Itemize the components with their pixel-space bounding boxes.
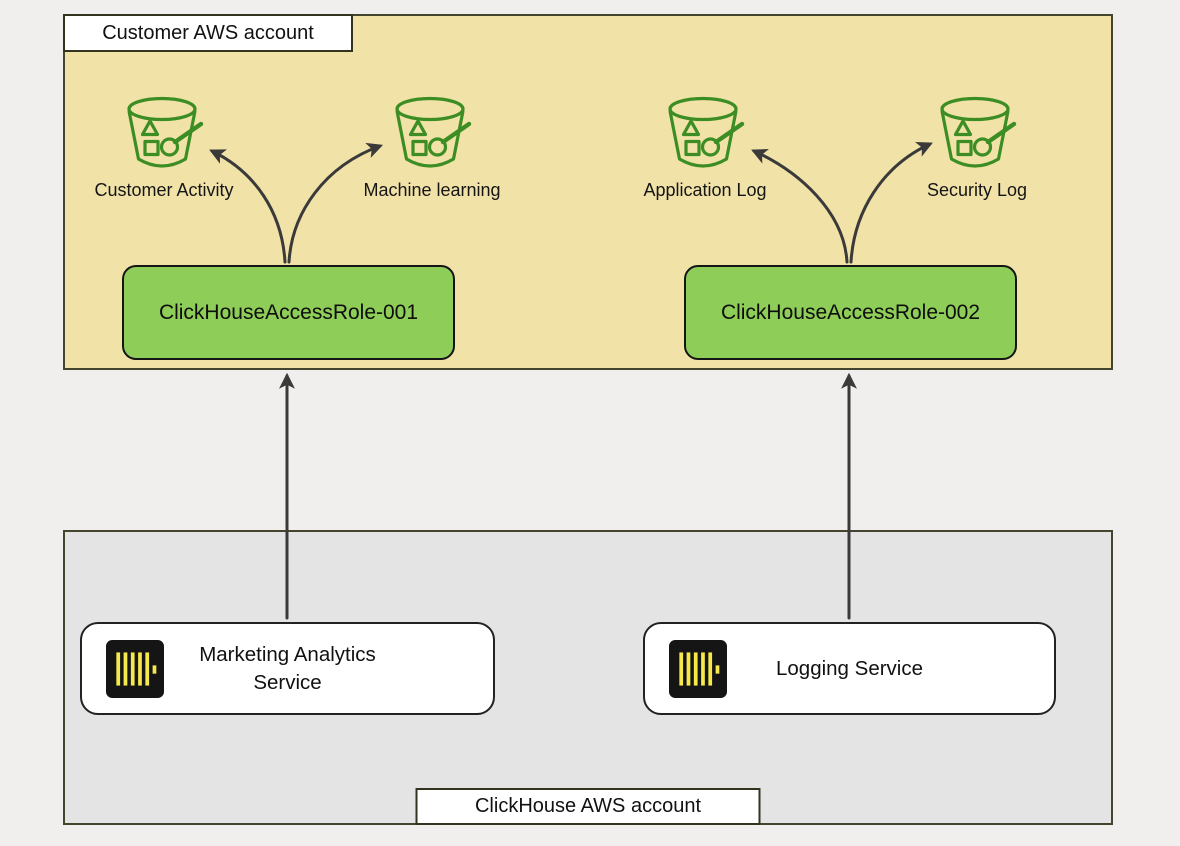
bucket-label: Security Log	[926, 180, 1028, 200]
clickhouse-aws-account-title: ClickHouse AWS account	[415, 788, 761, 825]
bucket-label: Machine learning	[363, 180, 501, 200]
customer-aws-account-region: Customer AWS account Customer Activity	[63, 14, 1113, 370]
service-box-marketing-analytics: Marketing Analytics Service	[80, 622, 495, 715]
clickhouse-aws-account-region: Marketing Analytics Service Logging Serv…	[63, 530, 1113, 825]
s3-bucket-icon	[940, 96, 1017, 168]
clickhouse-logo-icon	[669, 639, 727, 698]
role-label: ClickHouseAccessRole-002	[720, 300, 981, 324]
bucket-label: Customer Activity	[94, 180, 234, 200]
customer-aws-account-title: Customer AWS account	[63, 14, 353, 52]
role-label: ClickHouseAccessRole-001	[158, 300, 419, 324]
s3-bucket-icon	[127, 96, 204, 168]
service-box-logging-service: Logging Service	[643, 622, 1056, 715]
bucket-customer-activity: Customer Activity	[79, 96, 249, 201]
clickhouse-aws-account-label: ClickHouse AWS account	[474, 795, 701, 817]
service-label: Logging Service	[775, 656, 923, 680]
customer-aws-account-label: Customer AWS account	[102, 21, 314, 44]
bucket-application-log: Application Log	[620, 96, 790, 201]
role-box-clickhouseaccessrole-002: ClickHouseAccessRole-002	[684, 265, 1017, 360]
bucket-security-log: Security Log	[892, 96, 1062, 201]
bucket-label: Application Log	[643, 180, 767, 200]
bucket-machine-learning: Machine learning	[347, 96, 517, 201]
role-box-clickhouseaccessrole-001: ClickHouseAccessRole-001	[122, 265, 455, 360]
clickhouse-logo-icon	[106, 639, 164, 698]
s3-bucket-icon	[395, 96, 472, 168]
service-label: Marketing Analytics Service	[199, 642, 376, 694]
s3-bucket-icon	[668, 96, 745, 168]
